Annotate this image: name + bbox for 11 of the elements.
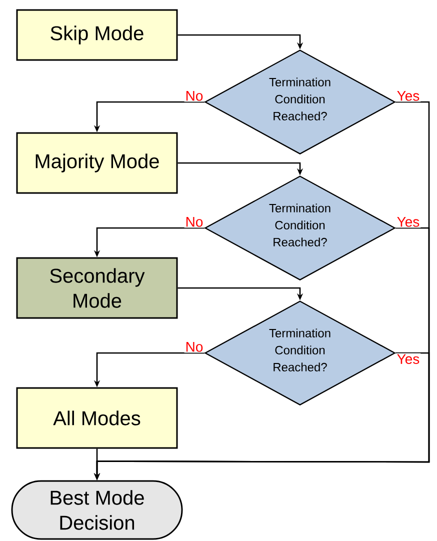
process-box: Majority Mode bbox=[16, 132, 178, 194]
process-box: All Modes bbox=[16, 387, 178, 449]
process-box: Secondary Mode bbox=[16, 257, 178, 319]
edge-label: Yes bbox=[396, 216, 421, 228]
edge-label: Yes bbox=[396, 353, 421, 365]
edge-label: No bbox=[184, 216, 204, 228]
edge-label: No bbox=[184, 90, 204, 102]
process-box: Skip Mode bbox=[16, 9, 178, 61]
edge-label: Yes bbox=[396, 90, 421, 102]
edge-label: No bbox=[184, 341, 204, 353]
terminal-box: Best Mode Decision bbox=[11, 480, 183, 540]
